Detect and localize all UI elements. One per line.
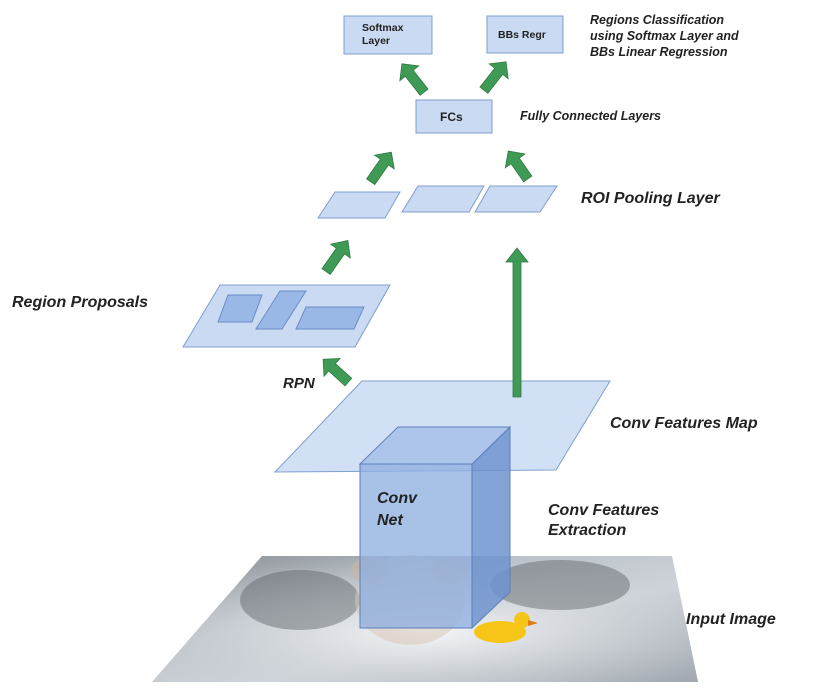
- arrow-up-icon: [399, 63, 429, 96]
- softmax-box: [343, 15, 433, 55]
- roi-plane-1: [317, 191, 401, 219]
- roi-pooling-label: ROI Pooling Layer: [581, 190, 720, 207]
- arrow-up-icon: [479, 61, 509, 94]
- conv-extraction-label-line1: Conv Features: [548, 502, 659, 519]
- arrow-up-icon: [366, 151, 395, 186]
- arrows: [321, 61, 533, 398]
- regions-classification-line1: Regions Classification: [590, 13, 724, 27]
- region-proposals-label: Region Proposals: [12, 294, 148, 311]
- conv-net-cube: [358, 425, 512, 630]
- input-image-label: Input Image: [686, 611, 776, 628]
- proposal-box-1: [217, 294, 263, 323]
- arrow-up-icon: [505, 247, 529, 398]
- bbs-regr-box: [486, 15, 564, 54]
- conv-net-label-line2: Net: [377, 512, 403, 529]
- roi-plane-2: [401, 185, 485, 213]
- proposal-box-2: [255, 290, 307, 330]
- arrow-up-icon: [322, 357, 353, 387]
- proposal-box-3: [295, 306, 365, 330]
- softmax-label-line2: Layer: [362, 35, 390, 47]
- conv-extraction-label-line2: Extraction: [548, 522, 626, 539]
- softmax-label-line1: Softmax: [362, 22, 404, 34]
- rpn-label: RPN: [283, 375, 316, 392]
- regions-classification-line2: using Softmax Layer and: [590, 29, 739, 43]
- bbs-regr-label: BBs Regr: [498, 29, 546, 41]
- region-proposals-plane: [182, 284, 391, 348]
- arrow-up-icon: [321, 239, 351, 275]
- conv-net-label-line1: Conv: [377, 490, 418, 507]
- rubber-duck-icon: [474, 612, 538, 643]
- arrow-up-icon: [504, 150, 533, 183]
- fcs-label: FCs: [440, 110, 463, 124]
- fully-connected-label: Fully Connected Layers: [520, 109, 661, 123]
- roi-plane-3: [474, 185, 558, 213]
- conv-features-map-label: Conv Features Map: [610, 415, 758, 432]
- fcs-box: [415, 99, 493, 134]
- regions-classification-line3: BBs Linear Regression: [590, 45, 728, 59]
